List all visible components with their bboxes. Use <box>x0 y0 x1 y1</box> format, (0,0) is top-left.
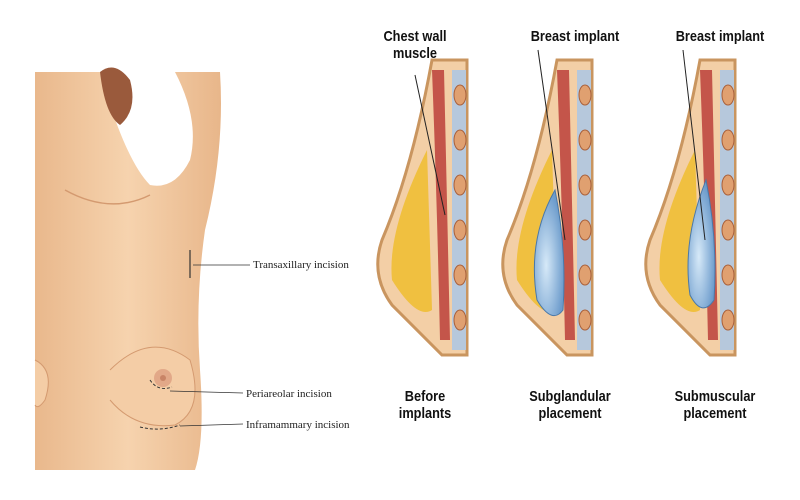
caption-line: placement <box>538 405 602 422</box>
rib-cage <box>452 70 466 350</box>
rib <box>578 129 592 151</box>
label-chest-wall-muscle: Chest wall muscle <box>383 28 447 62</box>
rib-cage <box>577 70 591 350</box>
torso-illustration <box>34 67 221 470</box>
caption-line: placement <box>683 405 747 422</box>
chest-wall-muscle <box>557 70 575 340</box>
inframammary-incision-mark <box>139 424 181 430</box>
pointer-line <box>414 74 446 216</box>
label-periareolar: Periareolar incision <box>246 388 332 400</box>
rib <box>453 219 467 241</box>
rib <box>721 174 735 196</box>
rib <box>721 219 735 241</box>
rib <box>578 264 592 286</box>
rib-cage <box>720 70 734 350</box>
leader-line <box>179 423 244 427</box>
hair <box>100 67 133 125</box>
periareolar-incision-mark <box>149 379 173 389</box>
breast-implant <box>533 188 565 317</box>
rib <box>578 84 592 106</box>
rib <box>721 264 735 286</box>
rib <box>721 129 735 151</box>
rib <box>721 309 735 331</box>
caption-line: implants <box>398 405 452 422</box>
label-transaxillary: Transaxillary incision <box>253 259 349 271</box>
pointer-line <box>682 49 706 241</box>
label-breast-implant-2: Breast implant <box>675 28 765 45</box>
glandular-tissue <box>391 150 432 312</box>
leader-line <box>169 390 244 394</box>
pointer-line <box>537 49 566 241</box>
rib <box>453 174 467 196</box>
caption-line: Subglandular <box>529 388 611 405</box>
label-breast-implant-1: Breast implant <box>530 28 620 45</box>
rib <box>578 174 592 196</box>
rib <box>578 309 592 331</box>
rib <box>453 84 467 106</box>
rib <box>578 219 592 241</box>
caption-line: Before <box>404 388 446 405</box>
caption-line: Submuscular <box>674 388 756 405</box>
rib <box>453 264 467 286</box>
rib <box>453 309 467 331</box>
breast-implant <box>687 178 716 309</box>
rib <box>453 129 467 151</box>
label-inframammary: Inframammary incision <box>246 419 350 431</box>
chest-wall-muscle <box>432 70 450 340</box>
rib <box>721 84 735 106</box>
